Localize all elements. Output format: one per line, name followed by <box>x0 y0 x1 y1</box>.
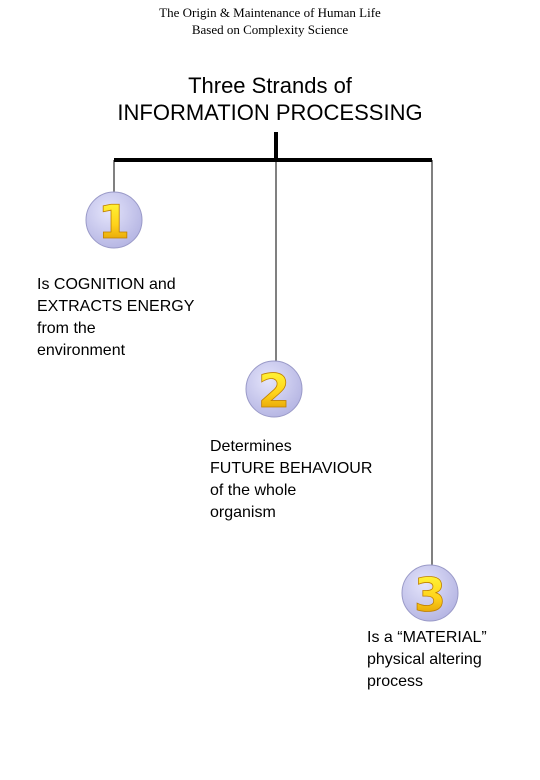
slide-header: The Origin & Maintenance of Human Life B… <box>0 4 540 38</box>
strand-3-number: 3 <box>414 568 446 622</box>
strand-3-line-3: process <box>367 673 424 690</box>
strand-2-description: Determines FUTURE BEHAVIOUR of the whole… <box>210 436 372 524</box>
strand-3-badge: 3 <box>401 564 459 622</box>
title-line-1: Three Strands of <box>188 73 352 98</box>
strand-1-line-3: from the <box>37 320 96 337</box>
strand-1-line-2: EXTRACTS ENERGY <box>37 298 195 315</box>
strand-2-line-2: FUTURE BEHAVIOUR <box>210 460 373 477</box>
strand-1-description: Is COGNITION and EXTRACTS ENERGY from th… <box>37 274 194 362</box>
strand-3-description: Is a “MATERIAL” physical altering proces… <box>367 627 487 693</box>
strand-2-badge: 2 <box>245 360 303 418</box>
title-line-2: INFORMATION PROCESSING <box>117 100 423 125</box>
header-line-2: Based on Complexity Science <box>191 22 349 37</box>
header-line-1: The Origin & Maintenance of Human Life <box>159 5 381 20</box>
strand-1-number: 1 <box>98 195 130 249</box>
strand-2-line-4: organism <box>210 504 276 521</box>
strand-3-line-2: physical altering <box>367 651 482 668</box>
strand-1-line-1: Is COGNITION and <box>37 276 176 293</box>
strand-1-badge: 1 <box>85 191 143 249</box>
strand-2-line-3: of the whole <box>210 482 297 499</box>
strand-1-line-4: environment <box>37 342 126 359</box>
diagram-title: Three Strands of INFORMATION PROCESSING <box>0 72 540 126</box>
strand-2-line-1: Determines <box>210 438 292 455</box>
strand-3-line-1: Is a “MATERIAL” <box>367 629 487 646</box>
strand-2-number: 2 <box>258 364 290 418</box>
